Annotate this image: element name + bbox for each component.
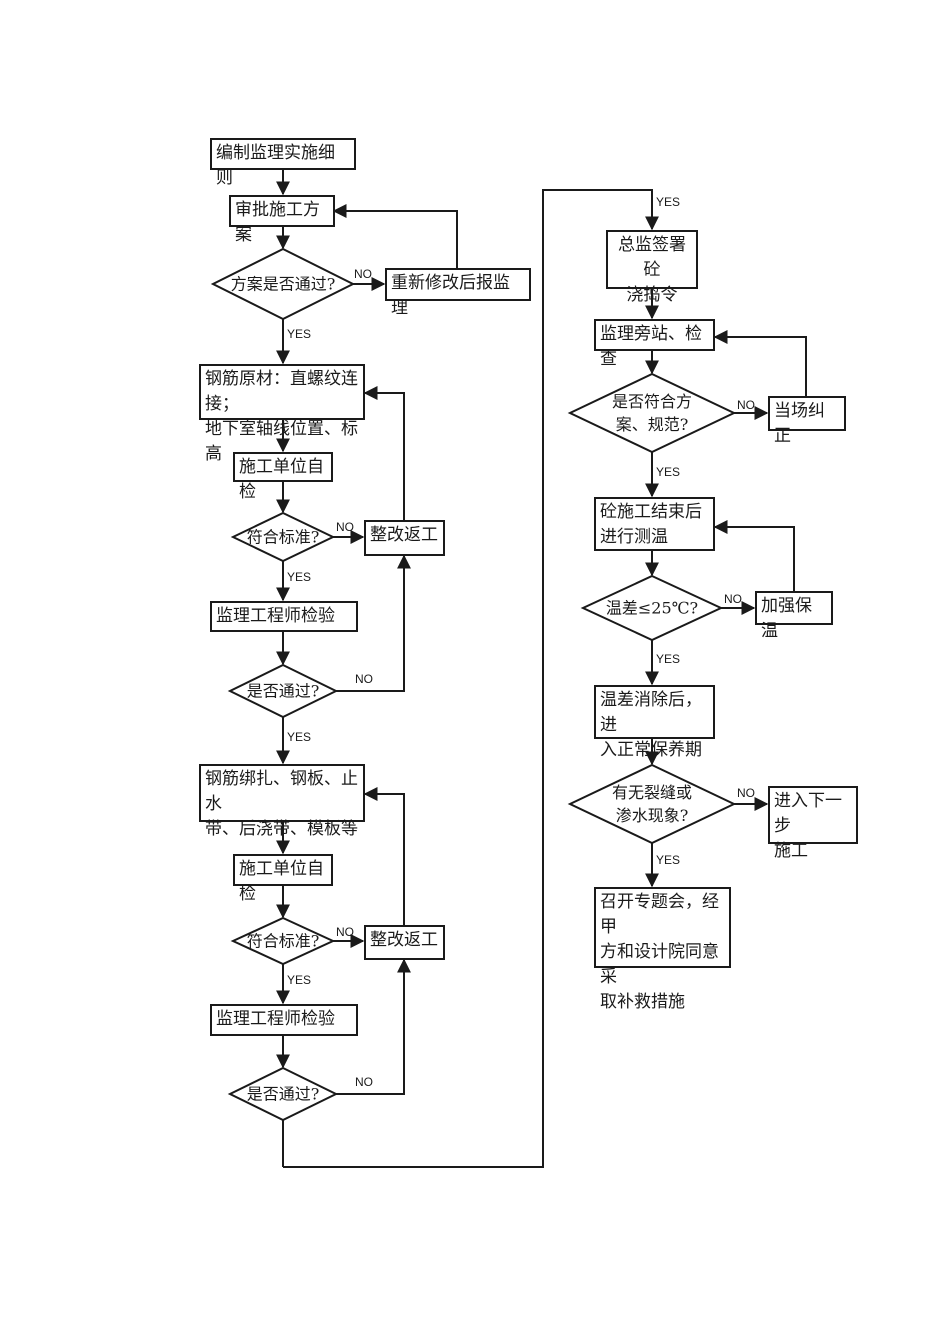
label-yes-crack: YES	[656, 853, 681, 867]
step-compile-rules: 编制监理实施细则	[210, 138, 356, 188]
step-resubmit: 重新修改后报监理	[385, 268, 531, 318]
step-rectify-2: 整改返工	[364, 925, 445, 960]
decision-crack: 有无裂缝或 渗水现象?	[611, 783, 693, 825]
decision-pass-1: 是否通过?	[246, 681, 320, 701]
decision-temp-diff: 温差≤25℃?	[605, 598, 699, 618]
decision-conform: 是否符合方 案、规范?	[611, 392, 693, 434]
label-no-standard-1: NO	[336, 520, 354, 534]
label-yes-conform: YES	[656, 465, 681, 479]
step-rebar-binding: 钢筋绑扎、钢板、止水 带、后浇带、模板等	[199, 764, 365, 839]
step-remedial-meeting: 召开专题会，经甲 方和设计院同意采 取补救措施	[594, 887, 731, 1012]
label-yes-standard-2: YES	[287, 973, 312, 987]
decision-pass-2: 是否通过?	[246, 1084, 320, 1104]
label-yes-temp: YES	[656, 652, 681, 666]
step-measure-temp: 砼施工结束后 进行测温	[594, 497, 715, 551]
label-no-temp: NO	[724, 592, 742, 606]
label-no-crack: NO	[737, 786, 755, 800]
label-no-conform: NO	[737, 398, 755, 412]
step-rebar-material: 钢筋原材：直螺纹连接； 地下室轴线位置、标高	[199, 364, 365, 464]
step-self-check-2: 施工单位自检	[233, 854, 333, 904]
step-normal-cure: 温差消除后，进 入正常保养期	[594, 685, 715, 760]
decision-meet-standard-2: 符合标准?	[246, 931, 320, 951]
step-supervise-inspect: 监理旁站、检查	[594, 319, 715, 369]
label-no-pass-1: NO	[355, 672, 373, 686]
decision-meet-standard-1: 符合标准?	[246, 527, 320, 547]
step-engineer-check-2: 监理工程师检验	[210, 1004, 358, 1036]
label-no-standard-2: NO	[336, 925, 354, 939]
step-engineer-check-1: 监理工程师检验	[210, 601, 358, 632]
step-insulate: 加强保温	[755, 591, 833, 641]
decision-plan-pass: 方案是否通过?	[230, 274, 336, 294]
label-yes-standard-1: YES	[287, 570, 312, 584]
step-rectify-1: 整改返工	[364, 520, 445, 556]
label-yes-to-right: YES	[656, 195, 681, 209]
step-correct-on-site: 当场纠正	[768, 396, 846, 446]
label-yes-pass-1: YES	[287, 730, 312, 744]
step-sign-pour-order: 总监签署砼 浇捣令	[606, 230, 698, 305]
step-self-check-1: 施工单位自检	[233, 452, 333, 502]
label-no-pass-2: NO	[355, 1075, 373, 1089]
step-approve-plan: 审批施工方案	[229, 195, 335, 245]
step-next-step: 进入下一步 施工	[768, 786, 858, 861]
label-no-plan: NO	[354, 267, 372, 281]
label-yes-plan: YES	[287, 327, 312, 341]
